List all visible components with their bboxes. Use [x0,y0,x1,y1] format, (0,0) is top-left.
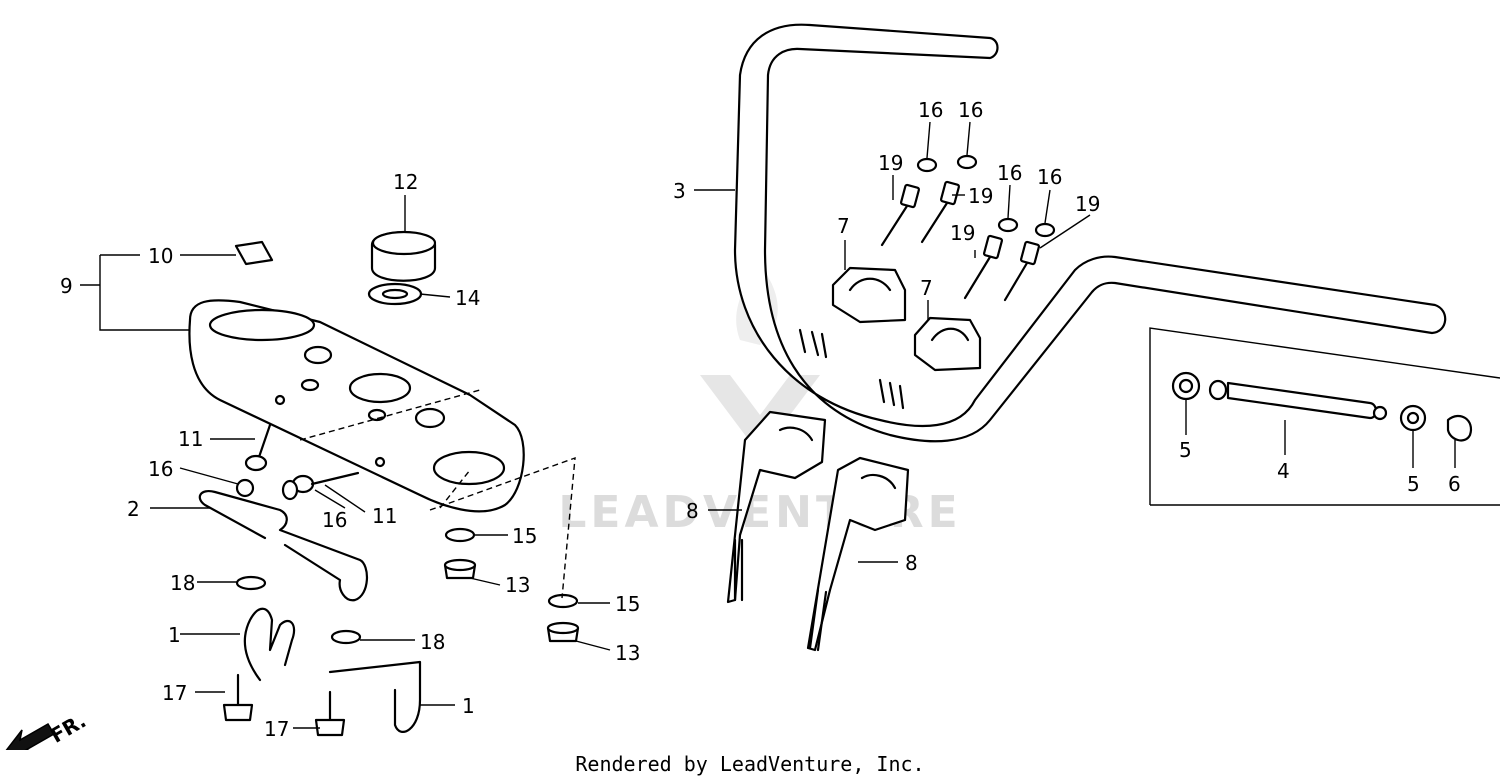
callout-label: 18 [420,630,445,654]
leader-lines [80,121,1456,729]
upper-holder [831,266,907,324]
cap-16 [1034,222,1056,238]
bolt-19 [920,180,961,244]
cap-16 [997,217,1019,233]
callout-label: 16 [1037,165,1062,189]
callout-label: 17 [162,681,187,705]
callout-label: 15 [615,592,640,616]
top-bridge [188,299,525,513]
watermark-logo [700,375,820,455]
bolt-19 [1003,240,1041,302]
callout-label: 13 [615,641,640,665]
washer [235,575,267,591]
riser [806,456,910,652]
callout-label: 16 [918,98,943,122]
cap-16 [916,157,938,173]
callout-label: 9 [60,274,73,298]
footer-credit: Rendered by LeadVenture, Inc. [575,752,925,776]
callout-label: 4 [1277,459,1290,483]
washer [444,527,476,543]
callout-label: 12 [393,170,418,194]
callout-label: 1 [168,623,181,647]
callout-label: 19 [968,184,993,208]
cap-16 [281,479,299,501]
cap-16 [956,154,978,170]
callout-label: 2 [127,497,140,521]
callout-label: 16 [997,161,1022,185]
gear-nut [1399,404,1427,432]
washer [367,282,423,306]
callout-label: 8 [905,551,918,575]
callout-label: 6 [1448,472,1461,496]
emblem-10 [234,240,274,266]
upper-holder [913,316,982,372]
callout-label: 7 [837,214,850,238]
callout-label: 16 [322,508,347,532]
callout-label: 16 [148,457,173,481]
callout-label: 17 [264,717,289,741]
callout-label: 10 [148,244,173,268]
bolt-19 [880,183,921,247]
clip [1446,414,1473,442]
callout-label: 19 [950,221,975,245]
stem-nut [370,230,437,282]
callout-label: 15 [512,524,537,548]
callout-label: 16 [958,98,983,122]
bolt-19 [963,234,1004,300]
hose-clip [243,607,296,682]
handlebar [733,23,1447,443]
riser [726,410,827,604]
bolt-11 [244,423,272,472]
front-direction-label: FR. [46,708,90,747]
callouts: 9 10 12 14 11 16 2 16 11 15 13 15 13 18 … [60,98,1461,741]
callout-label: 5 [1407,472,1420,496]
gear-nut [1171,371,1201,401]
callout-label: 14 [455,286,480,310]
washer [547,593,579,609]
shaft [1208,379,1388,421]
callout-label: 19 [1075,192,1100,216]
parts-diagram: LEADVENTURE [5,23,1500,750]
callout-label: 11 [178,427,203,451]
callout-label: 18 [170,571,195,595]
callout-label: 13 [505,573,530,597]
bolt-17 [222,673,254,722]
callout-label: 11 [372,504,397,528]
front-direction-arrow: FR. [5,708,90,750]
callout-label: 3 [673,179,686,203]
bolt-11 [291,471,360,494]
bolt-17 [314,690,346,737]
callout-label: 8 [686,499,699,523]
callout-label: 5 [1179,438,1192,462]
washer [330,629,362,645]
nut [546,621,580,643]
inset-frame [1149,327,1500,505]
callout-label: 1 [462,694,475,718]
hose-clip [328,660,422,733]
nut [443,558,477,580]
wire-clamp [198,490,368,602]
callout-label: 7 [920,276,933,300]
callout-label: 19 [878,151,903,175]
cap-16 [235,478,255,498]
